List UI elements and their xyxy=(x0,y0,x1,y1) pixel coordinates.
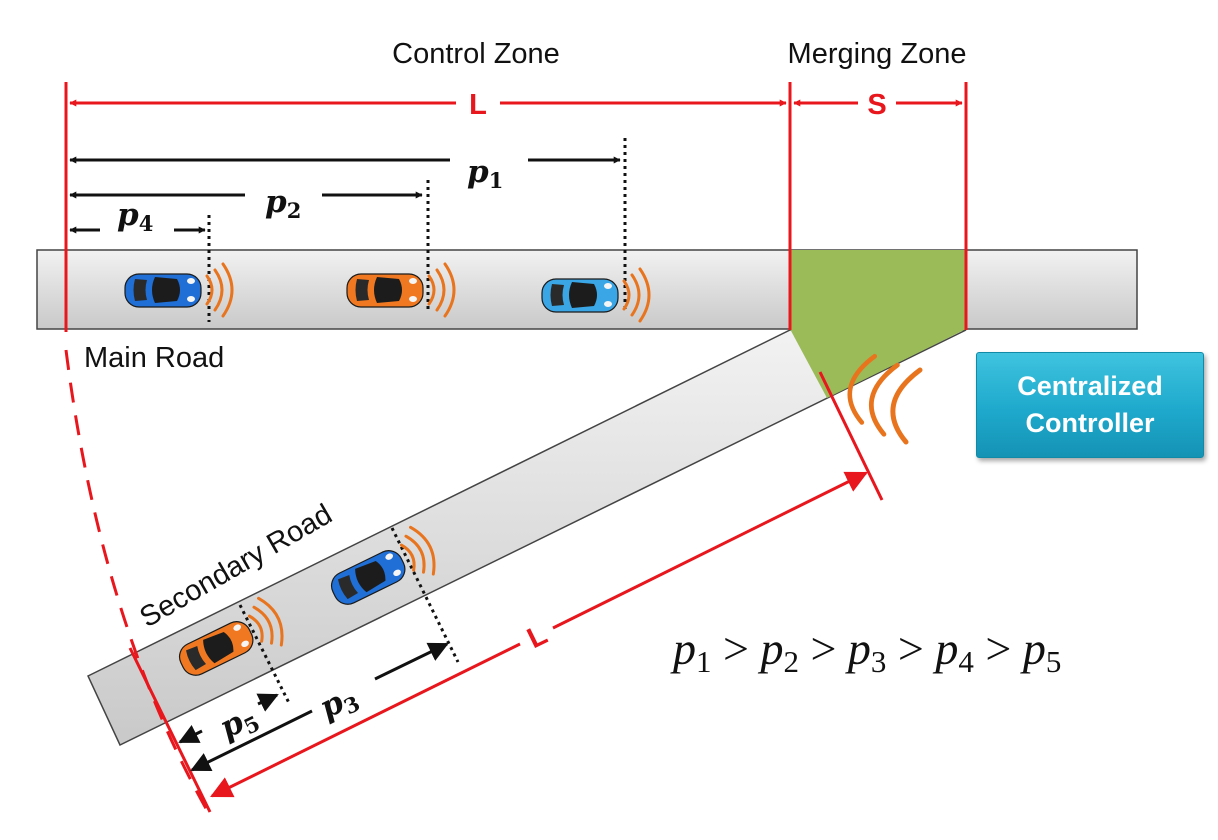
vehicle-4 xyxy=(330,525,436,605)
relation-term: p xyxy=(670,623,696,674)
vehicle-2 xyxy=(346,262,456,318)
vehicle-5 xyxy=(178,596,284,676)
position-ordering-relation: p1 > p2 > p3 > p4 > p5 xyxy=(670,623,1061,679)
main-road-label: Main Road xyxy=(84,342,224,374)
relation-operator: > xyxy=(974,623,1023,674)
relation-term: p xyxy=(757,623,783,674)
vehicles xyxy=(124,262,651,676)
position-p3-label: p3 xyxy=(314,678,364,729)
control-zone-length-dimension: L xyxy=(69,89,787,121)
position-p4-label: p4 xyxy=(117,197,153,236)
position-p2-dimension: p2 xyxy=(69,180,430,312)
position-p4-dimension: p4 xyxy=(69,197,211,322)
relation-operator: > xyxy=(886,623,935,674)
controller-label-line1: Centralized xyxy=(1017,371,1163,401)
controller-label-line2: Controller xyxy=(1025,408,1155,438)
control-zone-title: Control Zone xyxy=(392,38,560,70)
relation-term: p xyxy=(1020,623,1046,674)
controller-signal-waves xyxy=(847,353,923,445)
merging-zone-length-label: S xyxy=(867,89,886,121)
relation-term: p xyxy=(845,623,871,674)
secondary-length-label: L xyxy=(522,619,552,656)
merging-zone-area xyxy=(790,250,966,398)
position-p3-dimension: p3 xyxy=(190,527,460,772)
merging-zone-title: Merging Zone xyxy=(788,38,967,70)
merging-zone-length-dimension: S xyxy=(793,89,963,121)
relation-operator: > xyxy=(799,623,848,674)
vehicle-3 xyxy=(541,267,651,323)
control-zone-length-label: L xyxy=(469,89,487,121)
position-p1-label: p1 xyxy=(467,154,503,193)
position-p1-dimension: p1 xyxy=(69,138,627,312)
relation-term: p xyxy=(932,623,958,674)
zone-boundaries xyxy=(64,82,968,813)
position-p5-label: p5 xyxy=(214,698,264,749)
vehicle-1 xyxy=(124,262,234,318)
centralized-controller: Centralized Controller xyxy=(976,352,1204,458)
position-p2-label: p2 xyxy=(265,184,301,223)
relation-operator: > xyxy=(712,623,761,674)
